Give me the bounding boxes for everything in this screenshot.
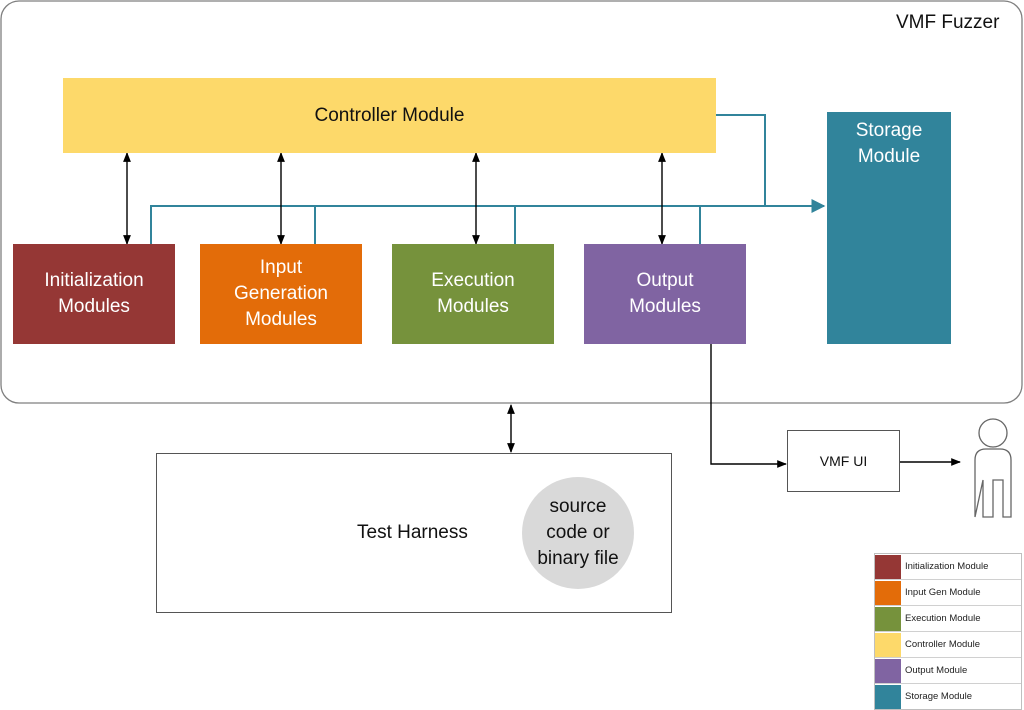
- legend-swatch: [875, 632, 901, 657]
- legend: Initialization Module Input Gen Module E…: [874, 553, 1022, 710]
- execution-modules: Execution Modules: [392, 244, 554, 344]
- legend-label: Execution Module: [905, 613, 981, 624]
- storage-bus: [150, 114, 826, 244]
- test-harness-label: Test Harness: [357, 522, 468, 543]
- controller-arrows: [123, 152, 961, 468]
- legend-item: Storage Module: [875, 684, 1021, 709]
- legend-label: Storage Module: [905, 691, 973, 702]
- vmf-fuzzer-frame: [0, 0, 1023, 404]
- initialization-modules: Initialization Modules: [13, 244, 175, 344]
- legend-label: Initialization Module: [905, 561, 989, 572]
- source-binary-circle: [522, 477, 634, 589]
- vmf-ui-box: VMF UI: [787, 430, 900, 492]
- legend-item: Execution Module: [875, 606, 1021, 632]
- vmf-fuzzer-title: VMF Fuzzer: [896, 12, 1000, 33]
- legend-swatch: [875, 606, 901, 631]
- source-binary-label: source code or binary file: [537, 496, 619, 569]
- user-icon: [974, 418, 1012, 518]
- legend-swatch: [875, 580, 901, 605]
- controller-module: Controller Module: [63, 78, 716, 153]
- storage-bus-line: [150, 199, 826, 244]
- output-to-ui-arrow: [710, 344, 787, 468]
- legend-item: Controller Module: [875, 632, 1021, 658]
- legend-swatch: [875, 684, 901, 709]
- output-modules: Output Modules: [584, 244, 746, 344]
- test-harness-box: Test Harness: [156, 453, 672, 613]
- storage-module: Storage Module: [827, 112, 951, 344]
- legend-swatch: [875, 658, 901, 683]
- legend-label: Input Gen Module: [905, 587, 981, 598]
- legend-swatch: [875, 554, 901, 579]
- input-generation-modules: Input Generation Modules: [200, 244, 362, 344]
- legend-item: Output Module: [875, 658, 1021, 684]
- legend-label: Controller Module: [905, 639, 980, 650]
- legend-item: Initialization Module: [875, 554, 1021, 580]
- legend-label: Output Module: [905, 665, 968, 676]
- controller-to-storage-line: [716, 114, 766, 206]
- legend-item: Input Gen Module: [875, 580, 1021, 606]
